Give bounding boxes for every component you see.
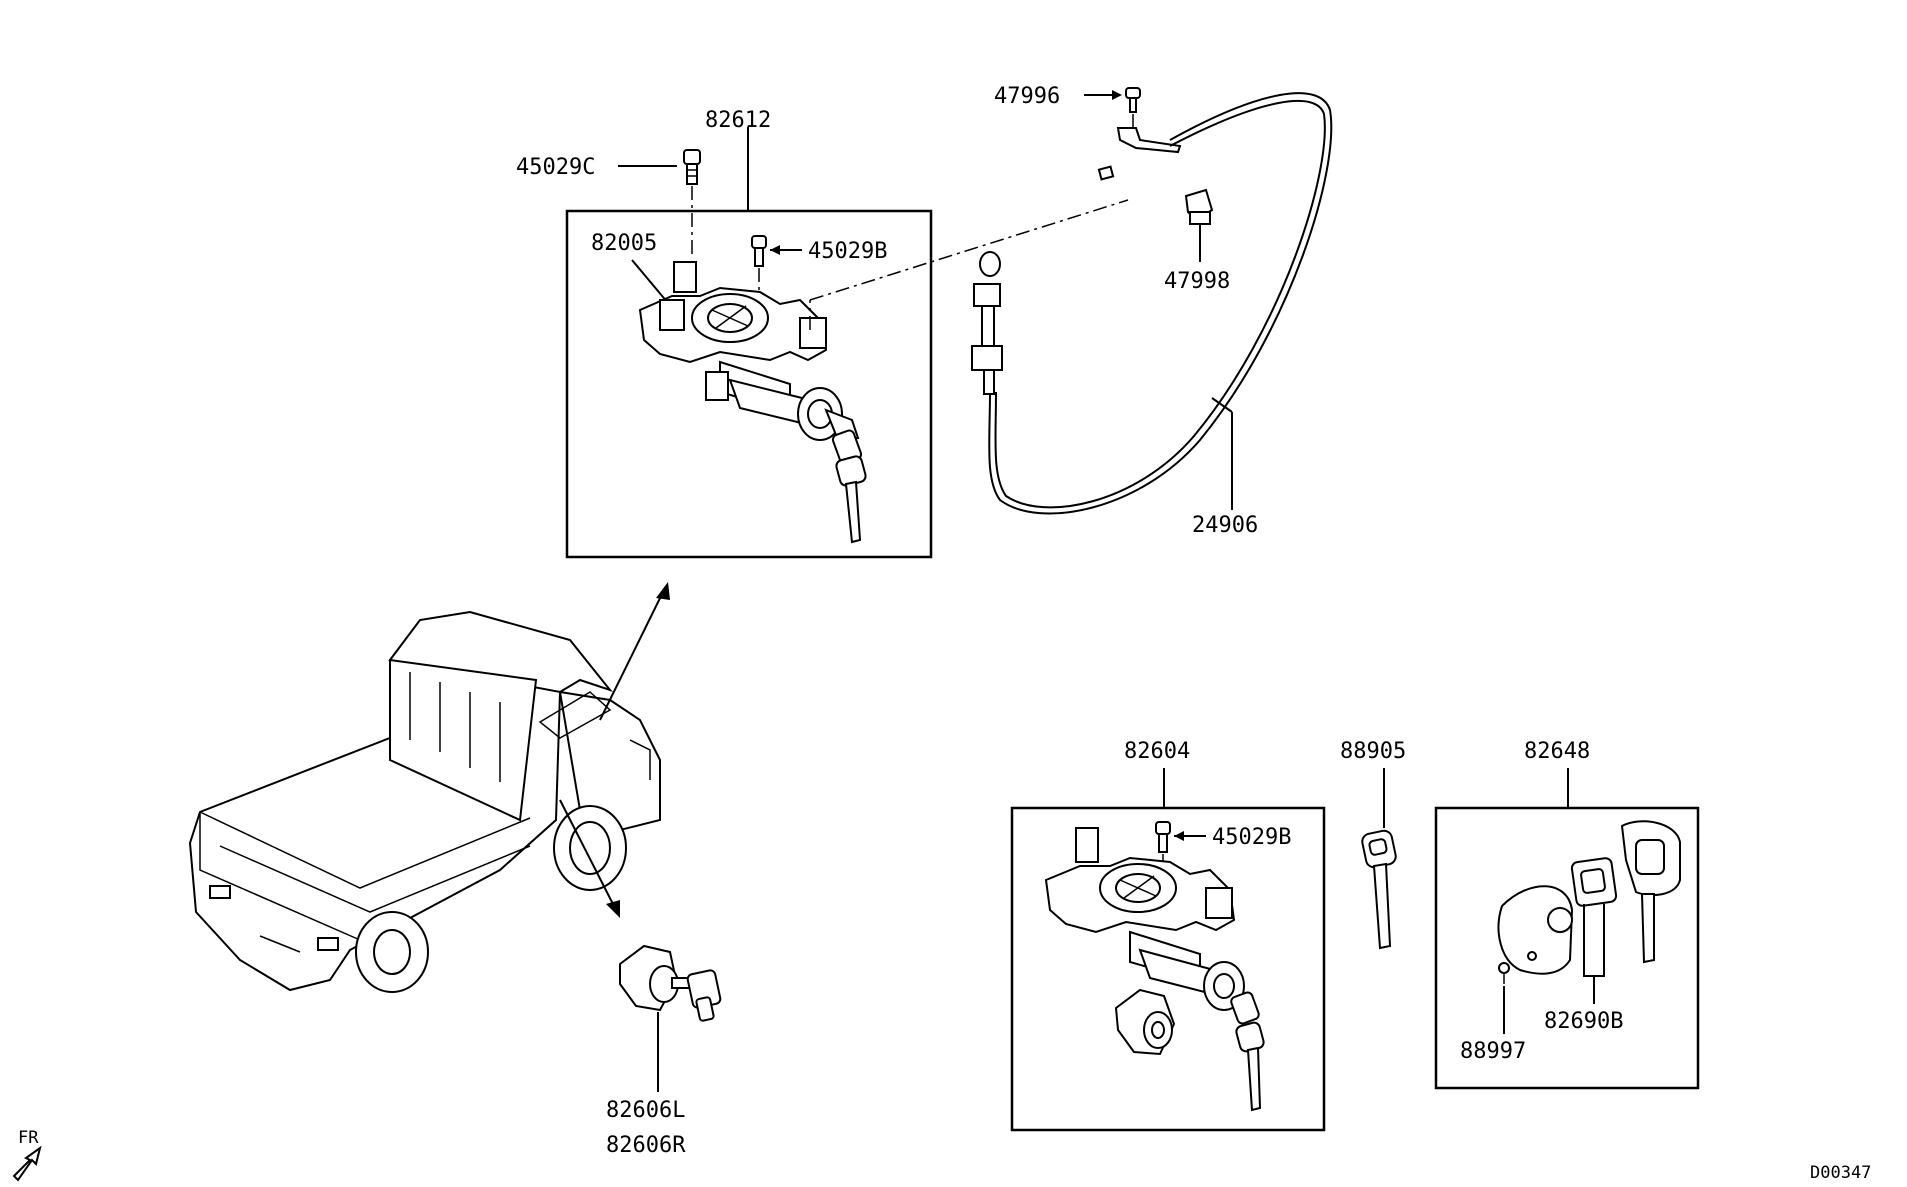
remote-key-group: 82648 88997 82690B [1434, 739, 1700, 1090]
remote-transmitter-icon [1570, 857, 1618, 907]
guide-line [809, 199, 1129, 301]
leader-24906 [1211, 397, 1233, 413]
leader-82690B-bracket [1583, 904, 1605, 977]
door-lock-cylinder-icon [619, 944, 722, 1022]
ignition-switch-icon [638, 261, 867, 544]
key-icon [1361, 829, 1397, 950]
shift-lock-cable-group: 47996 47998 24906 [971, 84, 1333, 538]
arrow-icon [12, 1145, 42, 1182]
cylinder-set-box [1010, 806, 1326, 1132]
pointer-to-door-cylinder [559, 799, 617, 911]
part-label-45029C[interactable]: 45029C [516, 155, 595, 180]
cable-bracket-icon [1097, 127, 1182, 181]
door-lock-cylinder-icon [1114, 988, 1176, 1056]
drawing-code: D00347 [1810, 1163, 1871, 1183]
direction-label: FR [18, 1128, 39, 1148]
part-label-45029B-top[interactable]: 45029B [808, 239, 887, 264]
part-label-88905[interactable]: 88905 [1340, 739, 1406, 764]
ignition-switch-assembly-group: 82612 45029C 82005 45029B [516, 108, 1129, 559]
screw-icon [1498, 962, 1510, 984]
part-label-82690B[interactable]: 82690B [1544, 1009, 1623, 1034]
part-label-82612[interactable]: 82612 [705, 108, 771, 133]
part-label-45029B-lower[interactable]: 45029B [1212, 825, 1291, 850]
pointer-to-ignition [599, 589, 665, 721]
part-label-47998[interactable]: 47998 [1164, 269, 1230, 294]
battery-icon [1547, 907, 1573, 933]
leader-82005 [631, 259, 669, 304]
blank-key-group: 88905 [1340, 739, 1406, 950]
part-label-82606L[interactable]: 82606L [606, 1098, 685, 1123]
front-direction-indicator: FR [12, 1128, 42, 1182]
screw-icon [1125, 87, 1141, 113]
part-label-82005[interactable]: 82005 [591, 231, 657, 256]
cable-path-inner [994, 99, 1326, 509]
cable-path [988, 92, 1333, 515]
part-label-47996[interactable]: 47996 [994, 84, 1060, 109]
remote-key-box [1434, 806, 1700, 1090]
part-label-88997[interactable]: 88997 [1460, 1039, 1526, 1064]
part-label-82604[interactable]: 82604 [1124, 739, 1190, 764]
truck-illustration [188, 582, 670, 993]
bolt-icon [751, 235, 767, 267]
key-icon [1620, 820, 1681, 964]
cable-end-icon [971, 251, 1003, 395]
bolt-icon [683, 149, 701, 185]
clip-icon [1184, 188, 1214, 225]
ignition-switch-icon [1044, 827, 1265, 1112]
key-case-cover-icon [1497, 885, 1574, 975]
lock-cylinder-set-group: 82604 45029B [1010, 739, 1326, 1132]
part-label-24906[interactable]: 24906 [1192, 513, 1258, 538]
part-label-82648[interactable]: 82648 [1524, 739, 1590, 764]
bolt-icon [1155, 821, 1171, 853]
part-label-82606R[interactable]: 82606R [606, 1133, 686, 1158]
